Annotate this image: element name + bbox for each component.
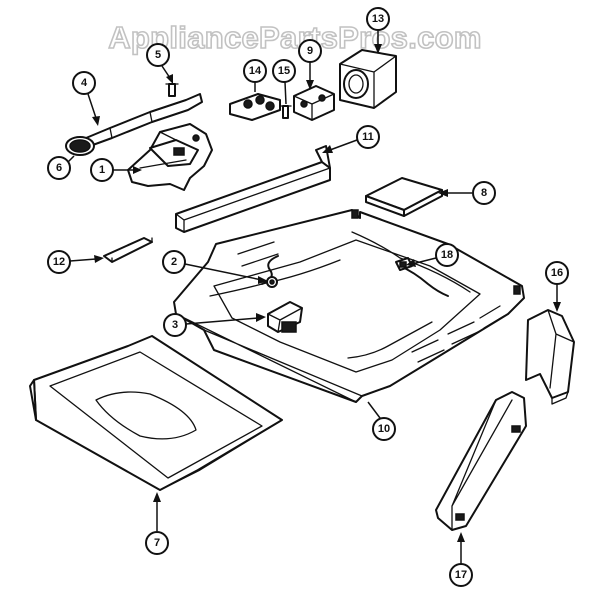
arrowhead-9	[306, 80, 314, 90]
leader-2	[184, 263, 263, 281]
callout-6-label: 6	[56, 162, 62, 174]
arrowhead-5	[166, 74, 173, 84]
part-5-screw	[165, 83, 179, 97]
leader-11	[329, 139, 358, 151]
arrowhead-12	[94, 255, 104, 263]
part-6-knob	[65, 136, 95, 156]
callout-9-label: 9	[307, 45, 313, 57]
arrowhead-1	[133, 166, 142, 174]
callout-9: 9	[298, 39, 322, 63]
arrowhead-4	[92, 116, 100, 126]
arrowhead-17	[457, 532, 465, 542]
leader-15	[284, 81, 287, 105]
callout-5-label: 5	[155, 49, 161, 61]
callout-14: 14	[243, 59, 267, 83]
callout-7: 7	[145, 531, 169, 555]
callout-7-label: 7	[154, 537, 160, 549]
callout-1-label: 1	[99, 164, 105, 176]
part-9-switch	[293, 85, 335, 121]
leader-18	[411, 257, 437, 265]
part-15-screw	[279, 105, 292, 119]
arrowhead-11	[322, 145, 333, 153]
arrowhead-8	[438, 189, 448, 197]
callout-12-label: 12	[53, 256, 65, 268]
part-11-angle-bracket	[175, 145, 331, 233]
callout-4: 4	[72, 71, 96, 95]
part-17-angle-bar	[435, 391, 527, 531]
callout-15: 15	[272, 59, 296, 83]
callout-15-label: 15	[278, 65, 290, 77]
part-2-grommet	[266, 276, 278, 288]
callout-4-label: 4	[81, 77, 88, 89]
callout-16: 16	[545, 261, 569, 285]
callout-2-label: 2	[171, 256, 177, 268]
callout-13: 13	[366, 7, 390, 31]
callout-10: 10	[372, 417, 396, 441]
part-13-motor-box	[339, 49, 397, 109]
part-7-tray	[29, 335, 283, 491]
callout-1: 1	[90, 158, 114, 182]
leader-4	[87, 93, 97, 119]
part-1-latch-assembly	[127, 123, 213, 191]
callout-5: 5	[146, 43, 170, 67]
arrowhead-7	[153, 492, 161, 502]
arrowhead-3	[256, 313, 266, 322]
part-14-control-plate	[229, 93, 281, 121]
arrowhead-13	[374, 44, 382, 54]
arrowhead-18	[406, 259, 416, 267]
callout-14-label: 14	[249, 65, 262, 77]
callout-11-label: 11	[362, 131, 374, 143]
leader-3	[185, 317, 259, 325]
callout-17-label: 17	[455, 569, 467, 581]
watermark-text: AppliancePartsPros.com	[108, 20, 482, 55]
part-8-panel	[365, 177, 443, 217]
part-4-lever-bracket	[85, 93, 203, 147]
callout-2: 2	[162, 250, 186, 274]
leader-10	[367, 401, 381, 419]
callout-8: 8	[472, 181, 496, 205]
callout-11: 11	[356, 125, 380, 149]
callout-10-label: 10	[378, 423, 390, 435]
callout-16-label: 16	[551, 267, 563, 279]
arrowhead-2	[258, 276, 268, 284]
callout-3: 3	[163, 313, 187, 337]
callout-13-label: 13	[372, 13, 384, 25]
callout-17: 17	[449, 563, 473, 587]
part-16-side-panel	[525, 309, 575, 405]
part-12-strip	[103, 237, 153, 263]
arrowhead-16	[553, 302, 561, 312]
callout-8-label: 8	[481, 187, 487, 199]
leader-12	[69, 258, 97, 262]
callout-12: 12	[47, 250, 71, 274]
part-10-base-frame	[173, 209, 525, 403]
part-3-frame-switch	[267, 301, 303, 333]
callout-6: 6	[47, 156, 71, 180]
callout-18-label: 18	[441, 249, 453, 261]
callout-18: 18	[435, 243, 459, 267]
callout-3-label: 3	[172, 319, 178, 331]
leader-6	[67, 155, 75, 163]
